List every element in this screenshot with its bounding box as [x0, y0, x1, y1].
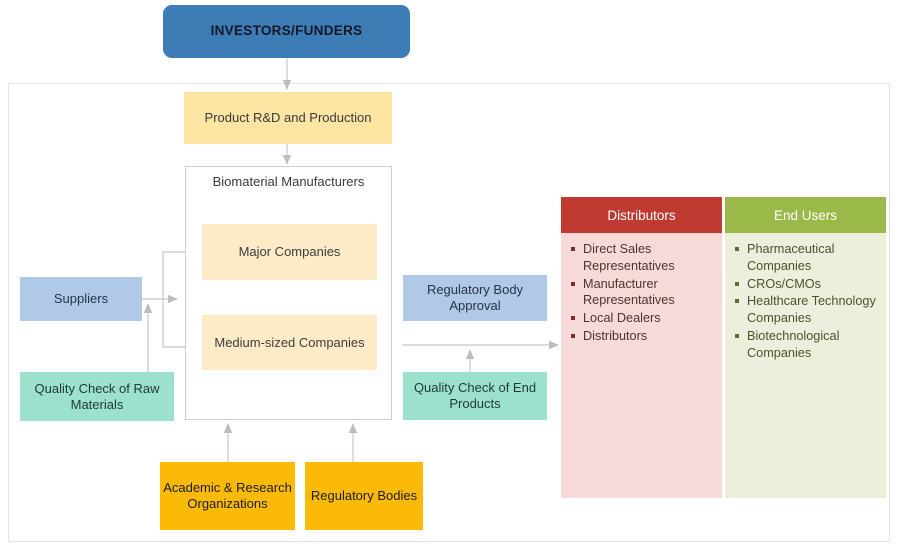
product-rnd-production-box: Product R&D and Production — [184, 92, 392, 144]
end-users-panel: End Users Pharmaceutical Companies CROs/… — [725, 197, 886, 498]
end-users-list: Pharmaceutical Companies CROs/CMOs Healt… — [735, 241, 880, 361]
list-item: Biotechnological Companies — [735, 328, 880, 362]
biomaterial-manufacturers-container — [185, 166, 392, 420]
major-companies-box: Major Companies — [202, 224, 377, 280]
list-item: Distributors — [571, 328, 716, 345]
quality-check-end-products-box: Quality Check of End Products — [403, 372, 547, 420]
medium-sized-companies-box: Medium-sized Companies — [202, 315, 377, 370]
regulatory-bodies-box: Regulatory Bodies — [305, 462, 423, 530]
biomaterial-manufacturers-title: Biomaterial Manufacturers — [212, 173, 365, 189]
list-item: Healthcare Technology Companies — [735, 293, 880, 327]
list-item: Manufacturer Representatives — [571, 276, 716, 310]
quality-check-raw-materials-box: Quality Check of Raw Materials — [20, 372, 174, 421]
list-item: Local Dealers — [571, 310, 716, 327]
diagram-frame — [8, 83, 890, 542]
list-item: Direct Sales Representatives — [571, 241, 716, 275]
end-users-panel-header: End Users — [725, 197, 886, 233]
regulatory-body-approval-box: Regulatory Body Approval — [403, 275, 547, 321]
list-item: CROs/CMOs — [735, 276, 880, 293]
end-users-panel-body: Pharmaceutical Companies CROs/CMOs Healt… — [725, 233, 886, 498]
investors-funders-box: INVESTORS/FUNDERS — [163, 5, 410, 58]
distributors-panel-body: Direct Sales Representatives Manufacture… — [561, 233, 722, 498]
suppliers-box: Suppliers — [20, 277, 142, 321]
distributors-panel-header: Distributors — [561, 197, 722, 233]
academic-research-organizations-box: Academic & Research Organizations — [160, 462, 295, 530]
list-item: Pharmaceutical Companies — [735, 241, 880, 275]
distributors-panel: Distributors Direct Sales Representative… — [561, 197, 722, 498]
distributors-list: Direct Sales Representatives Manufacture… — [571, 241, 716, 345]
